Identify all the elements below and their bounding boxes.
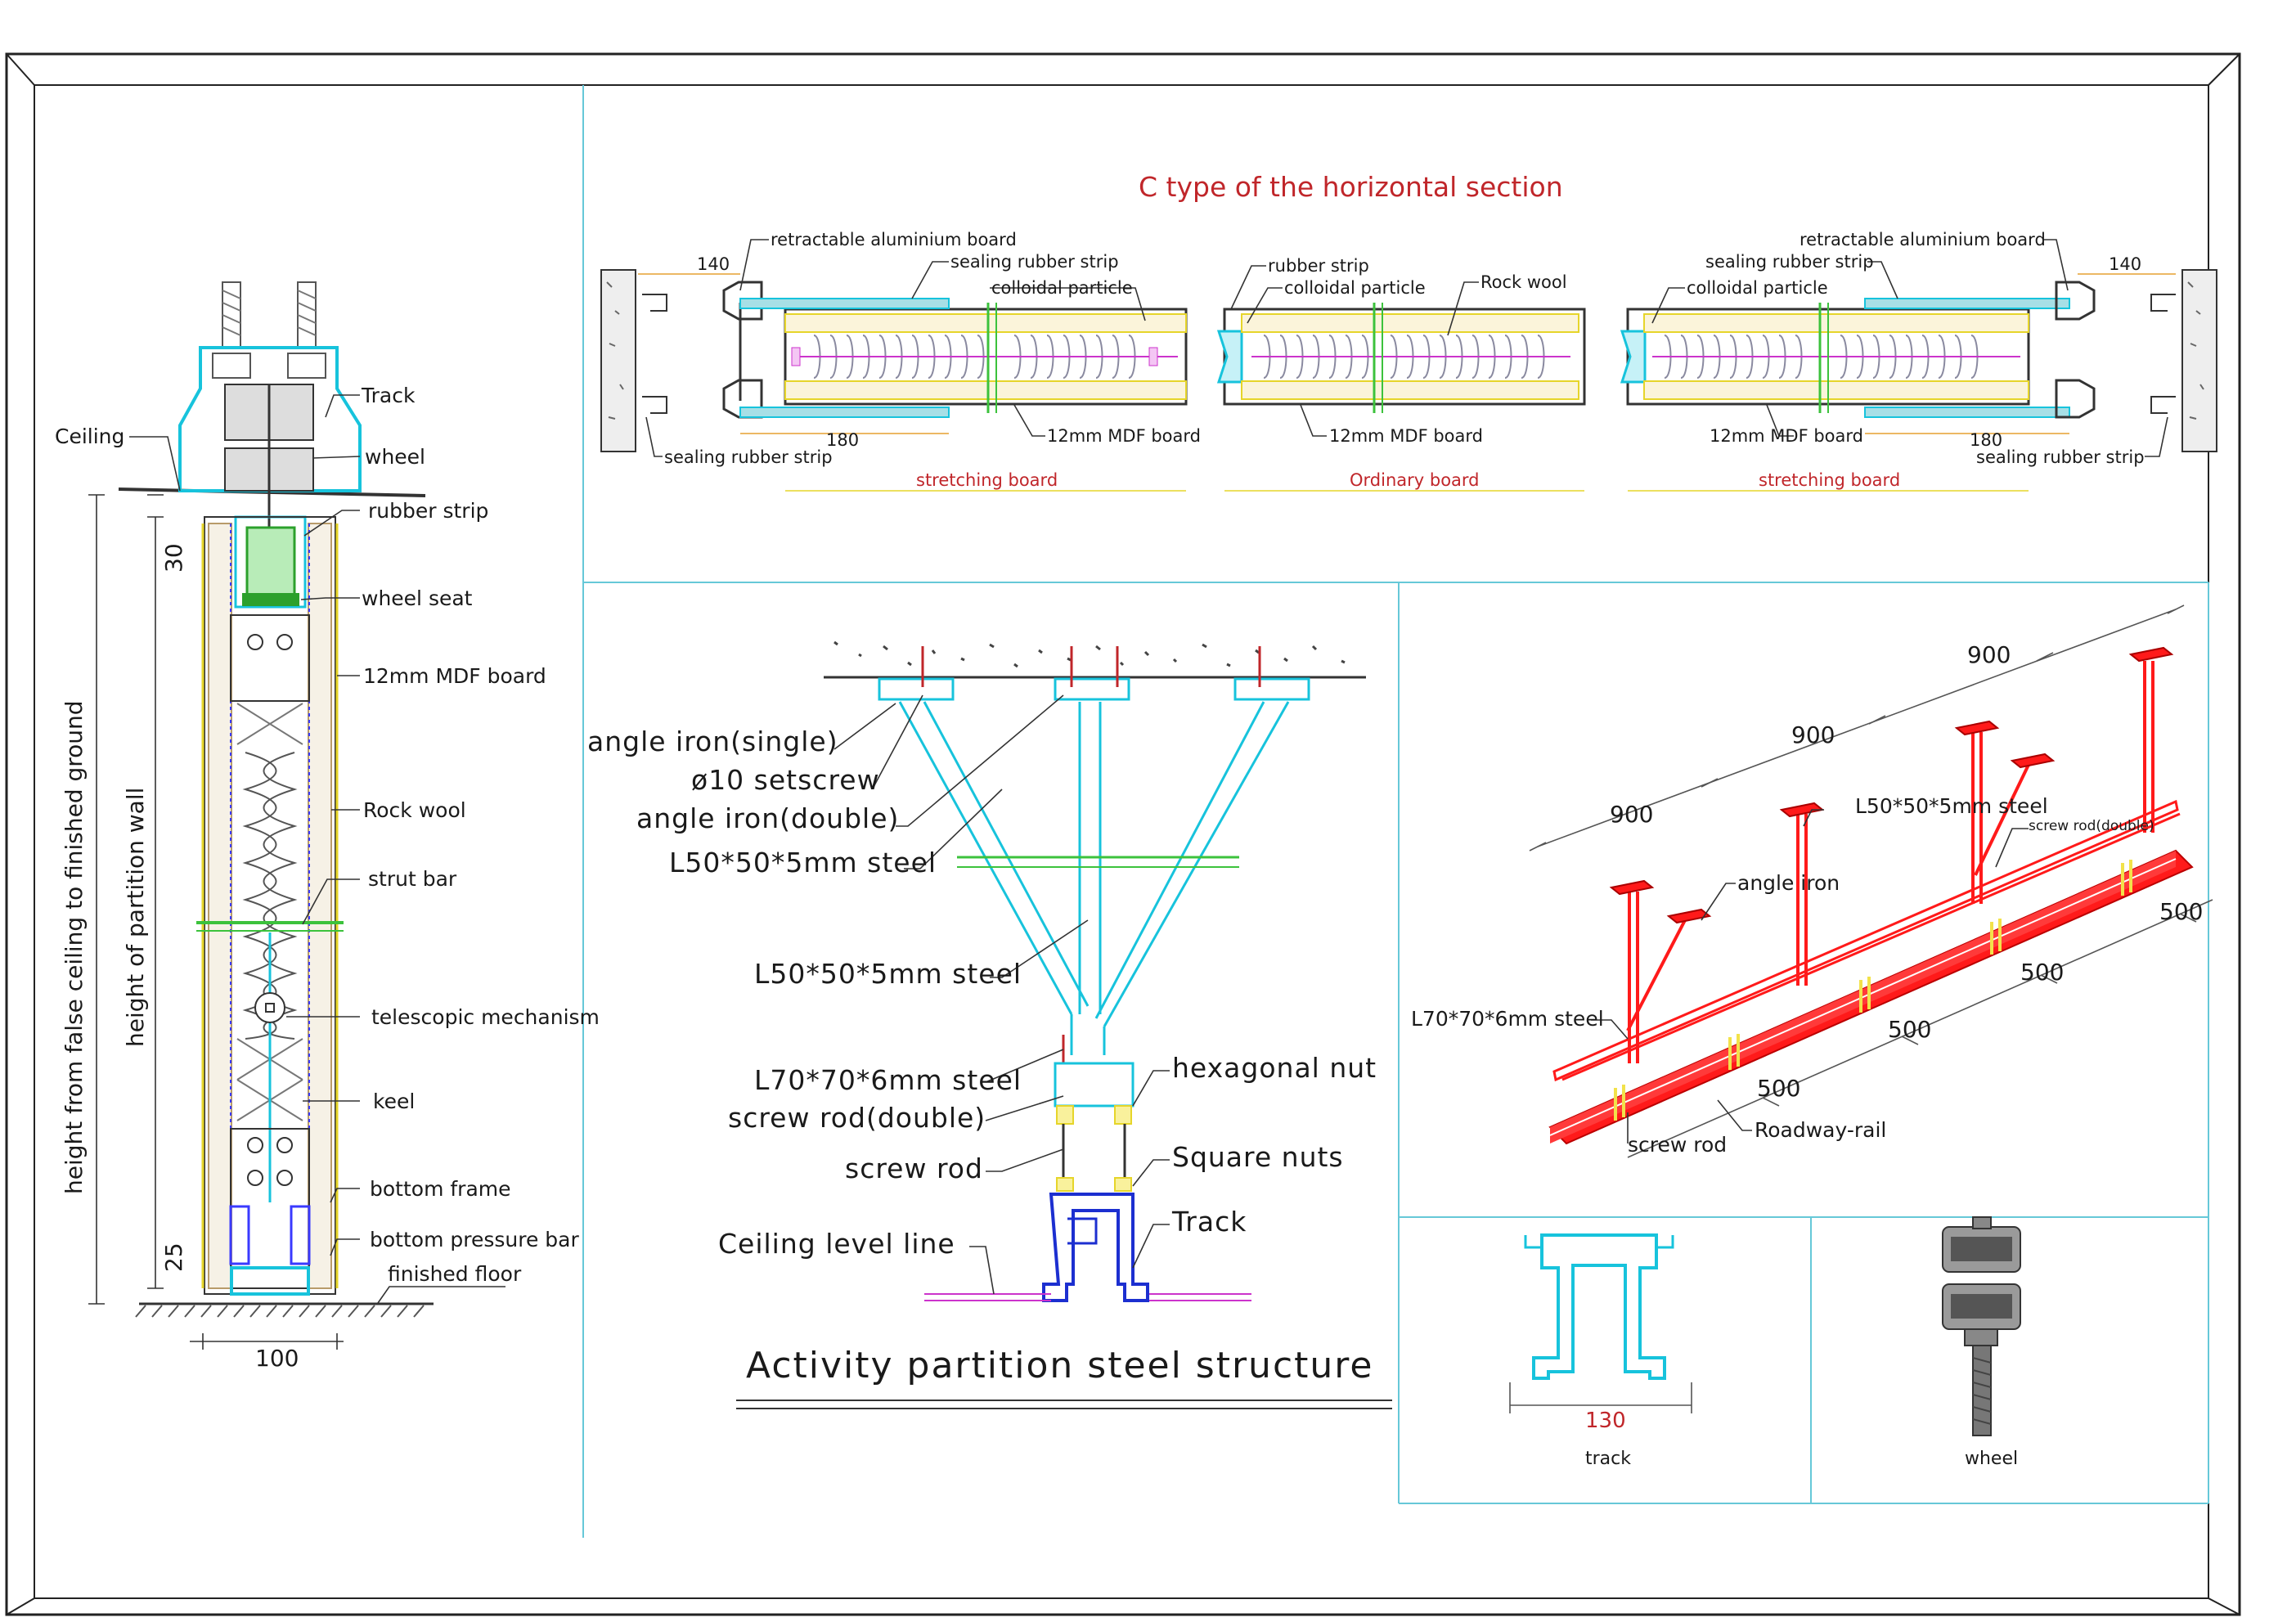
iso-dim-900-3: 900 bbox=[1967, 641, 2011, 668]
square-nuts-label: Square nuts bbox=[1172, 1141, 1344, 1173]
right-colloidal-label: colloidal particle bbox=[1687, 278, 1828, 298]
finished-floor-label: finished floor bbox=[388, 1262, 522, 1286]
l50-b-label: L50*50*5mm steel bbox=[754, 958, 1022, 990]
track-steel-label: Track bbox=[1171, 1206, 1247, 1238]
rock-wool-label: Rock wool bbox=[363, 798, 466, 822]
l50-a-label: L50*50*5mm steel bbox=[669, 847, 937, 878]
left-colloidal-label: colloidal particle bbox=[991, 278, 1133, 298]
screw-rod-label: screw rod bbox=[845, 1152, 983, 1184]
left-dim-140: 140 bbox=[697, 254, 730, 274]
right-dim-140: 140 bbox=[2109, 254, 2141, 274]
drawing-frame bbox=[5, 52, 2241, 1616]
horizontal-section: C type of the horizontal section bbox=[600, 171, 2217, 492]
track-detail-label: track bbox=[1585, 1449, 1631, 1469]
left-retractable-label: retractable aluminium board bbox=[771, 230, 1017, 249]
middle-colloidal-label: colloidal particle bbox=[1284, 278, 1426, 298]
isometric-view: L50*50*5mm steel screw rod(double) angle… bbox=[1411, 604, 2213, 1158]
setscrew-label: ø10 setscrew bbox=[691, 764, 880, 796]
l70-label: L70*70*6mm steel bbox=[754, 1064, 1022, 1096]
iso-angle-iron-label: angle iron bbox=[1737, 871, 1840, 895]
left-sealing-top-label: sealing rubber strip bbox=[950, 252, 1119, 272]
height-wall-label: height of partition wall bbox=[122, 788, 149, 1047]
iso-l50-label: L50*50*5mm steel bbox=[1855, 794, 2048, 818]
rubber-strip-label: rubber strip bbox=[368, 499, 488, 523]
vertical-section: Ceiling Track wheel rubber strip wheel s… bbox=[55, 281, 600, 1372]
iso-dim-900-1: 900 bbox=[1610, 801, 1653, 828]
iso-roadway-rail-label: Roadway-rail bbox=[1755, 1118, 1886, 1142]
left-dim-180: 180 bbox=[826, 430, 859, 450]
right-board-label: stretching board bbox=[1759, 470, 1900, 490]
left-board-label: stretching board bbox=[916, 470, 1058, 490]
angle-double-label: angle iron(double) bbox=[636, 802, 899, 834]
angle-single-label: angle iron(single) bbox=[587, 726, 838, 757]
middle-board-label: Ordinary board bbox=[1350, 470, 1480, 490]
right-retractable-label: retractable aluminium board bbox=[1800, 230, 2046, 249]
screw-rod-double-label: screw rod(double) bbox=[728, 1102, 986, 1134]
wheel-label: wheel bbox=[365, 445, 425, 469]
steel-structure-title: Activity partition steel structure bbox=[746, 1345, 1373, 1386]
iso-dim-500-4: 500 bbox=[2159, 898, 2203, 925]
middle-rock-wool-label: Rock wool bbox=[1480, 272, 1567, 292]
steel-structure: angle iron(single) ø10 setscrew angle ir… bbox=[587, 640, 1392, 1409]
iso-dim-900-2: 900 bbox=[1791, 721, 1835, 748]
telescopic-label: telescopic mechanism bbox=[371, 1005, 600, 1029]
mdf-label: 12mm MDF board bbox=[363, 664, 546, 688]
middle-mdf-label: 12mm MDF board bbox=[1329, 426, 1483, 446]
dim-25: 25 bbox=[160, 1242, 187, 1272]
wheel-detail-label: wheel bbox=[1965, 1449, 2018, 1469]
bottom-frame-label: bottom frame bbox=[370, 1177, 511, 1201]
left-sealing-bottom-label: sealing rubber strip bbox=[664, 447, 833, 467]
dim-30: 30 bbox=[160, 543, 187, 573]
track-label: Track bbox=[361, 384, 416, 407]
right-dim-180: 180 bbox=[1970, 430, 2002, 450]
middle-rubber-strip-label: rubber strip bbox=[1268, 256, 1369, 276]
ceiling-label: Ceiling bbox=[55, 425, 124, 448]
iso-screw-rod-label: screw rod bbox=[1628, 1133, 1727, 1157]
iso-dim-500-3: 500 bbox=[2020, 959, 2064, 986]
hex-nut-label: hexagonal nut bbox=[1172, 1052, 1377, 1084]
strut-bar-label: strut bar bbox=[368, 867, 457, 891]
iso-dim-500-2: 500 bbox=[1888, 1016, 1931, 1043]
height-total-label: height from false ceiling to finished gr… bbox=[61, 700, 88, 1194]
wheel-detail: wheel bbox=[1942, 1216, 2021, 1469]
keel-label: keel bbox=[373, 1090, 415, 1113]
track-detail: 130 track bbox=[1509, 1233, 1692, 1469]
iso-screw-rod-double-label: screw rod(double) bbox=[2029, 818, 2154, 834]
dim-100: 100 bbox=[255, 1345, 299, 1372]
right-sealing-bottom-label: sealing rubber strip bbox=[1976, 447, 2145, 467]
wheel-seat-label: wheel seat bbox=[362, 586, 473, 610]
right-sealing-top-label: sealing rubber strip bbox=[1705, 252, 1874, 272]
bottom-pressure-bar-label: bottom pressure bar bbox=[370, 1228, 579, 1251]
left-mdf-label: 12mm MDF board bbox=[1047, 426, 1201, 446]
iso-dim-500-1: 500 bbox=[1757, 1075, 1800, 1102]
right-mdf-label: 12mm MDF board bbox=[1710, 426, 1863, 446]
ceiling-level-label: Ceiling level line bbox=[718, 1228, 955, 1260]
horizontal-section-title: C type of the horizontal section bbox=[1139, 171, 1563, 203]
iso-l70-label: L70*70*6mm steel bbox=[1411, 1007, 1604, 1031]
track-dim-130: 130 bbox=[1585, 1409, 1626, 1433]
